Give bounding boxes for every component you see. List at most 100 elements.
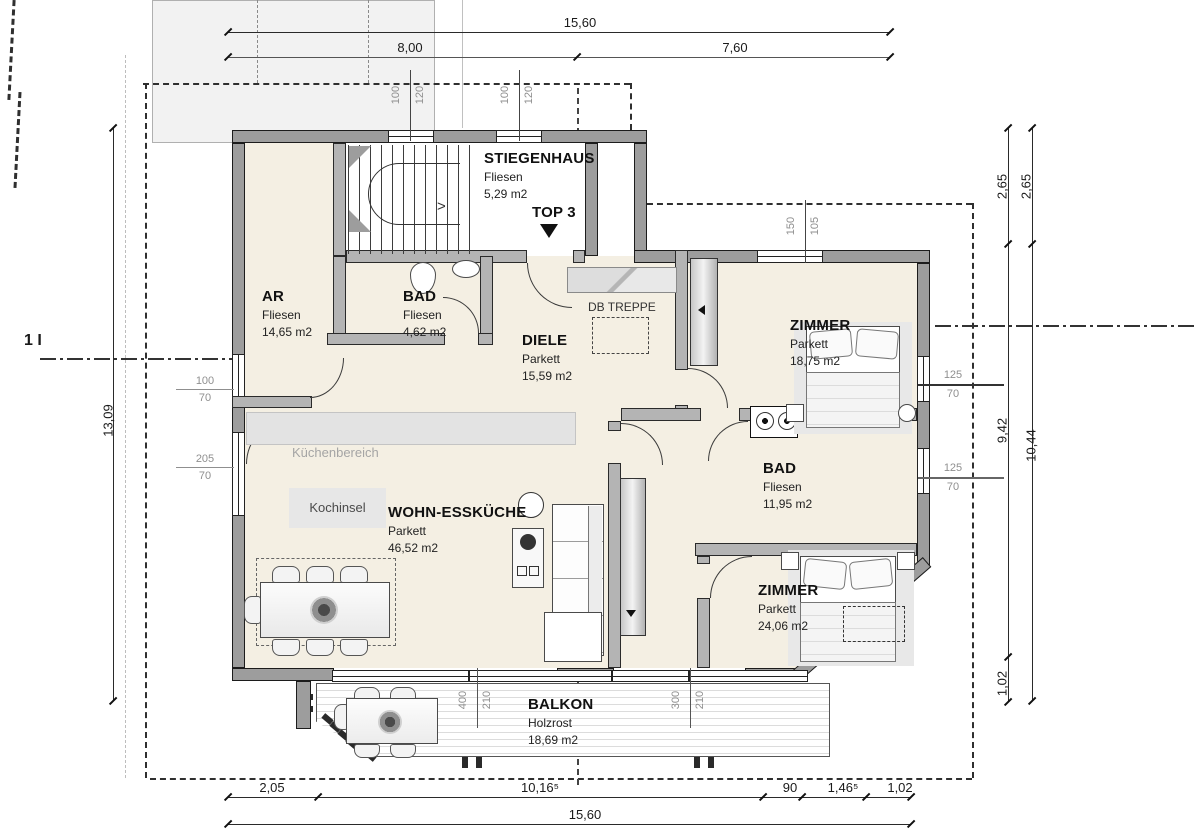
- int-wall: [333, 143, 346, 256]
- room-area: 4,62 m2: [403, 324, 447, 339]
- room-floor: Parkett: [522, 352, 561, 366]
- room-floor: Fliesen: [484, 170, 523, 184]
- roof-outline-dashed: [972, 203, 974, 778]
- int-wall: [621, 408, 701, 421]
- pillow: [848, 557, 894, 591]
- ext-wall-step: [296, 681, 311, 729]
- section-marker: 1 I: [24, 332, 42, 349]
- stair-corner: [349, 146, 371, 168]
- int-wall: [675, 250, 688, 370]
- int-wall: [573, 250, 585, 263]
- dashed-overlay-box: [843, 606, 905, 642]
- dim-text: 10,44: [1023, 429, 1039, 462]
- room-name: AR: [262, 288, 285, 305]
- pillow: [854, 328, 900, 360]
- dim-text: 10,16⁵: [521, 780, 559, 795]
- neighbor-edge-dashed: [7, 0, 16, 101]
- room-name: ZIMMER: [758, 582, 819, 599]
- room-floor: Holzrost: [528, 716, 573, 730]
- dim-text: 1,46⁵: [827, 780, 859, 795]
- table-plant: [378, 710, 402, 734]
- dim-text: 13,09: [100, 404, 116, 437]
- window-dim: 120: [414, 85, 426, 105]
- dim-text: 2,65: [1018, 173, 1034, 200]
- dim-line: [1032, 128, 1033, 701]
- dim-text: 2,05: [259, 780, 285, 795]
- dim-text: 15,60: [563, 15, 597, 30]
- sofa-chaise: [544, 612, 602, 662]
- dim-line: [228, 57, 577, 58]
- railing-post: [708, 757, 714, 768]
- blanket: [800, 602, 896, 662]
- window-dim: 120: [523, 85, 535, 105]
- chair: [340, 639, 368, 656]
- neighbor-edge-dashed: [13, 91, 22, 189]
- window-dim: 105: [809, 216, 821, 236]
- sink: [452, 260, 480, 278]
- washer-drum-icon: [756, 412, 774, 430]
- window-dim: 100: [390, 85, 402, 105]
- room-label-zimmer2: ZIMMER Parkett 24,06 m2: [758, 580, 818, 635]
- railing-post: [694, 757, 700, 768]
- room-floor: Fliesen: [763, 480, 802, 494]
- dim-line: [228, 797, 911, 798]
- ext-wall-top: [232, 130, 647, 143]
- stair-corner: [349, 210, 371, 232]
- roof-outline-dashed: [630, 83, 632, 130]
- window-dim: 300: [670, 690, 682, 710]
- window: [232, 432, 245, 516]
- railing-post: [476, 757, 482, 768]
- window-dim: 70: [198, 392, 212, 404]
- side-table: [518, 492, 544, 518]
- window-dim: 70: [198, 470, 212, 482]
- room-label-bad1: BAD Fliesen 4,62 m2: [403, 286, 446, 341]
- dim-text: 15,60: [568, 807, 602, 822]
- dim-text: 1,02: [887, 780, 913, 795]
- window-dim: 125: [943, 462, 963, 474]
- window-dim-bar: [918, 477, 1004, 479]
- dim-line: [228, 824, 911, 825]
- chair: [244, 596, 261, 624]
- chair: [306, 639, 334, 656]
- room-area: 14,65 m2: [262, 324, 313, 339]
- window-dim: 210: [694, 690, 706, 710]
- window-dim-line: [519, 70, 520, 141]
- dim-text: 1,02: [994, 670, 1010, 697]
- toilet: [410, 262, 436, 294]
- nightstand: [897, 552, 915, 570]
- window-dim: 70: [946, 481, 960, 493]
- int-wall: [697, 556, 710, 564]
- room-name: WOHN-ESSKÜCHE: [388, 504, 527, 521]
- window-dim: 100: [499, 85, 511, 105]
- nightstand: [781, 552, 799, 570]
- room-name: DIELE: [522, 332, 568, 349]
- dim-line: [577, 57, 890, 58]
- room-floor: Parkett: [388, 524, 427, 538]
- wardrobe-chevron-icon: [698, 305, 705, 315]
- mullion: [611, 670, 613, 682]
- room-label-stiegenhaus: STIEGENHAUS Fliesen 5,29 m2: [484, 148, 595, 203]
- dim-line: [113, 128, 114, 701]
- projection-line-dashed: [368, 0, 369, 83]
- ext-wall-connector: [634, 143, 647, 253]
- projection-line-dashed: [257, 0, 258, 83]
- window-dim-bar: [176, 389, 234, 390]
- stove-detail: [517, 566, 527, 576]
- eaves-outline-dashed: [125, 55, 126, 778]
- int-wall: [697, 598, 710, 668]
- window: [388, 130, 434, 143]
- room-name: ZIMMER: [790, 317, 851, 334]
- dim-text: 90: [782, 780, 798, 795]
- dim-line: [1008, 128, 1009, 702]
- dim-tick: [906, 819, 916, 828]
- room-area: 11,95 m2: [763, 496, 813, 511]
- chair: [272, 566, 300, 583]
- dim-tick: [108, 696, 118, 705]
- ext-wall-right: [917, 263, 930, 566]
- int-wall: [327, 333, 445, 345]
- hall-closet: [620, 478, 646, 636]
- room-floor: Parkett: [758, 602, 797, 616]
- window-dim-bar: [918, 384, 1004, 386]
- window-dim-line: [690, 668, 691, 728]
- closet-chevron-icon: [626, 610, 636, 617]
